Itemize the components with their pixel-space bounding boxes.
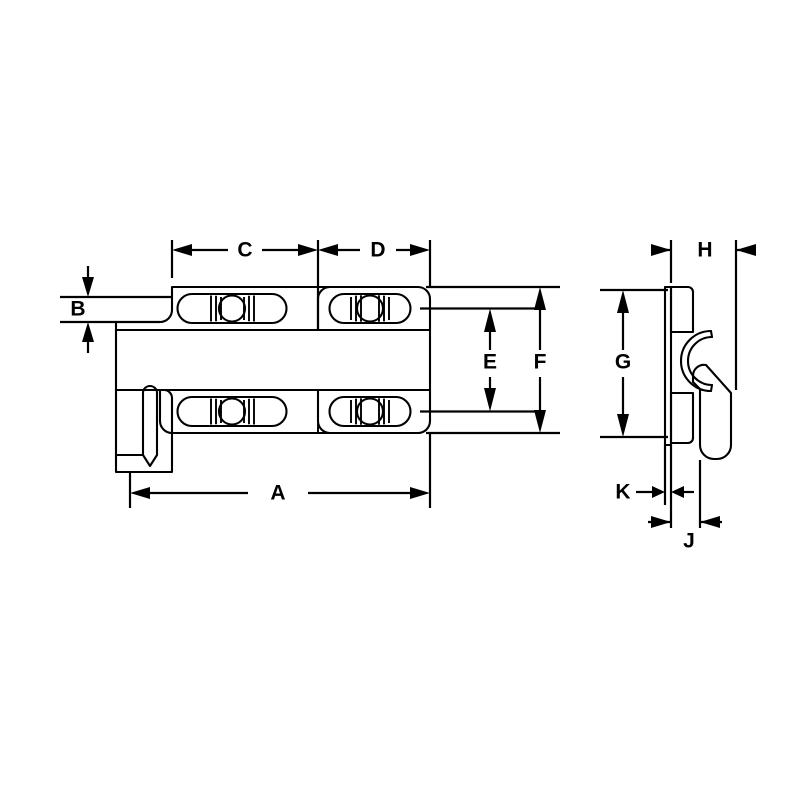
dimension-label-E: E [483,351,497,374]
front-slot-lower-left [176,395,288,428]
dimension-label-H: H [697,239,712,262]
dimension-C: C [170,239,320,330]
dimension-D: D [318,239,432,287]
side-view [663,285,733,461]
dimension-label-A: A [270,482,285,505]
front-upper-right-leaf-corner [316,285,332,332]
dimension-label-B: B [70,298,85,321]
dimension-label-J: J [683,530,695,553]
front-slot-upper-left [176,292,288,325]
dimension-J: J [648,460,722,553]
side-ring-inner [687,335,714,387]
side-ring-end-bottom [709,383,714,393]
front-slot-lower-right [328,395,412,428]
side-ring-end-top [709,329,714,339]
dimension-label-D: D [370,239,385,262]
dimension-label-K: K [615,481,630,504]
dimension-A: A [128,433,432,508]
front-hook-outer [114,388,174,474]
dimension-B: B [60,266,172,353]
side-latch-tongue [691,363,733,461]
dimension-G: G [600,288,668,439]
side-upper-leaf [669,285,695,334]
dimension-F: F [426,285,560,435]
front-lower-leaf [114,388,432,435]
dimension-label-G: G [615,351,631,374]
side-ring-outer [680,329,713,393]
front-lower-right-leaf-corner [316,388,332,435]
side-lower-leaf [669,391,695,445]
dimension-label-F: F [534,351,547,374]
dimension-K: K [615,445,694,505]
front-hook-tongue [141,384,159,468]
dimension-label-C: C [237,239,252,262]
dimension-E: E [420,307,535,413]
front-upper-leaf [114,285,432,332]
side-leaf-seams [671,331,693,394]
front-slot-upper-right [328,292,412,325]
dimension-H: H [651,239,756,390]
front-body-plate [114,328,432,392]
front-view [114,285,432,474]
